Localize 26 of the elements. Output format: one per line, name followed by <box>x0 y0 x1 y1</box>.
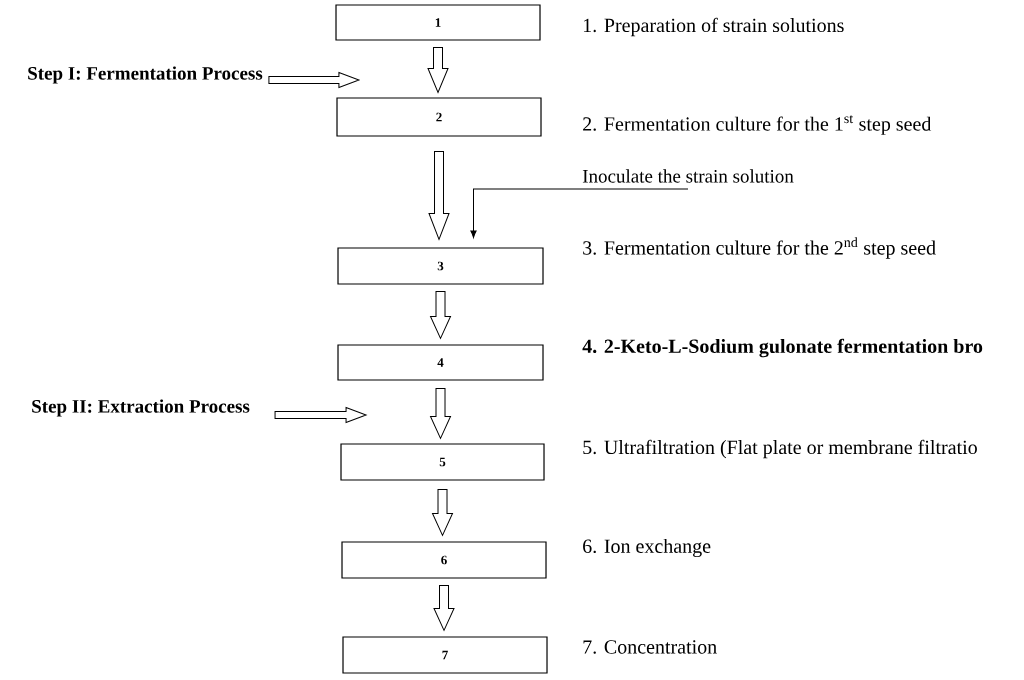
process-box: 4 <box>337 344 544 381</box>
block-arrow <box>430 388 451 439</box>
block-arrow <box>428 151 450 240</box>
step-description: 3. Fermentation culture for the 2$^{nd}$ step seed <box>583 237 936 259</box>
block-arrow <box>268 72 360 88</box>
callout-text: Inoculate the strain solution <box>582 169 794 183</box>
stage-label: Step I: Fermentation Process <box>28 66 263 84</box>
step-description: 4. 2-Keto-L-Sodium gulonate fermentation bro <box>582 338 983 358</box>
block-arrow <box>427 47 449 93</box>
block-arrow <box>432 489 453 536</box>
step-description: 7. Concentration <box>583 640 717 654</box>
process-box: 2 <box>336 97 542 137</box>
process-box: 6 <box>341 541 547 579</box>
step-description: 2. Fermentation culture for the 1$^{st}$ step seed <box>583 115 932 135</box>
leader-arrow <box>470 188 689 238</box>
step-description: 5. Ultrafiltration (Flat plate or membrane filtratio <box>583 439 977 459</box>
stage-label: Step II: Extraction Process <box>32 399 250 417</box>
process-box: 1 <box>335 4 541 41</box>
step-description: 6. Ion exchange <box>583 538 711 558</box>
process-box: 7 <box>342 636 548 674</box>
block-arrow <box>433 585 455 631</box>
block-arrow <box>430 291 451 339</box>
block-arrow <box>274 407 367 423</box>
process-box: 5 <box>340 443 545 481</box>
step-description: 1. Preparation of strain solutions <box>583 17 844 37</box>
process-box: 3 <box>337 247 544 285</box>
